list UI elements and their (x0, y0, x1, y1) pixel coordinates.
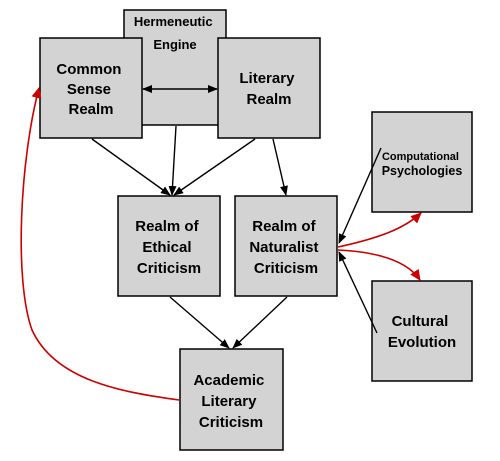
computational-psychologies-node: Computational Psychologies (371, 111, 473, 213)
academic-literary-criticism-label: Academic Literary Criticism (193, 372, 268, 431)
cultural-evolution-label: Cultural Evolution (388, 313, 456, 351)
edge-ethical-to-academic (169, 296, 230, 349)
edge-common-sense-to-hub (91, 138, 171, 196)
common-sense-realm-node: Common Sense Realm (39, 37, 143, 139)
cultural-evolution-node: Cultural Evolution (371, 280, 473, 382)
ethical-criticism-label: Realm of Ethical Criticism (135, 218, 203, 277)
computational-psychologies-label: Computational Psychologies (382, 151, 463, 178)
edge-academic-to-common-sense (20, 87, 180, 401)
ethical-criticism-node: Realm of Ethical Criticism (117, 195, 221, 297)
common-sense-realm-label: Common Sense Realm (56, 61, 125, 118)
edge-naturalist-to-cultural (337, 249, 421, 281)
hermeneutic-engine-label: Hermeneutic Engine (134, 14, 216, 52)
edge-naturalist-to-computational (337, 212, 422, 248)
edge-literary-to-hub (173, 138, 256, 196)
edge-hermeneutic-to-hub (168, 125, 177, 196)
edge-naturalist-to-academic (232, 296, 288, 349)
edge-cultural-to-naturalist (338, 251, 378, 334)
literary-realm-label: Literary Realm (239, 70, 298, 108)
literary-realm-node: Literary Realm (217, 37, 321, 139)
edge-computational-to-naturalist (338, 147, 382, 244)
edge-literary-to-naturalist (272, 138, 288, 196)
naturalist-criticism-label: Realm of Naturalist Criticism (249, 218, 322, 277)
academic-literary-criticism-node: Academic Literary Criticism (179, 348, 284, 451)
naturalist-criticism-node: Realm of Naturalist Criticism (234, 195, 338, 297)
